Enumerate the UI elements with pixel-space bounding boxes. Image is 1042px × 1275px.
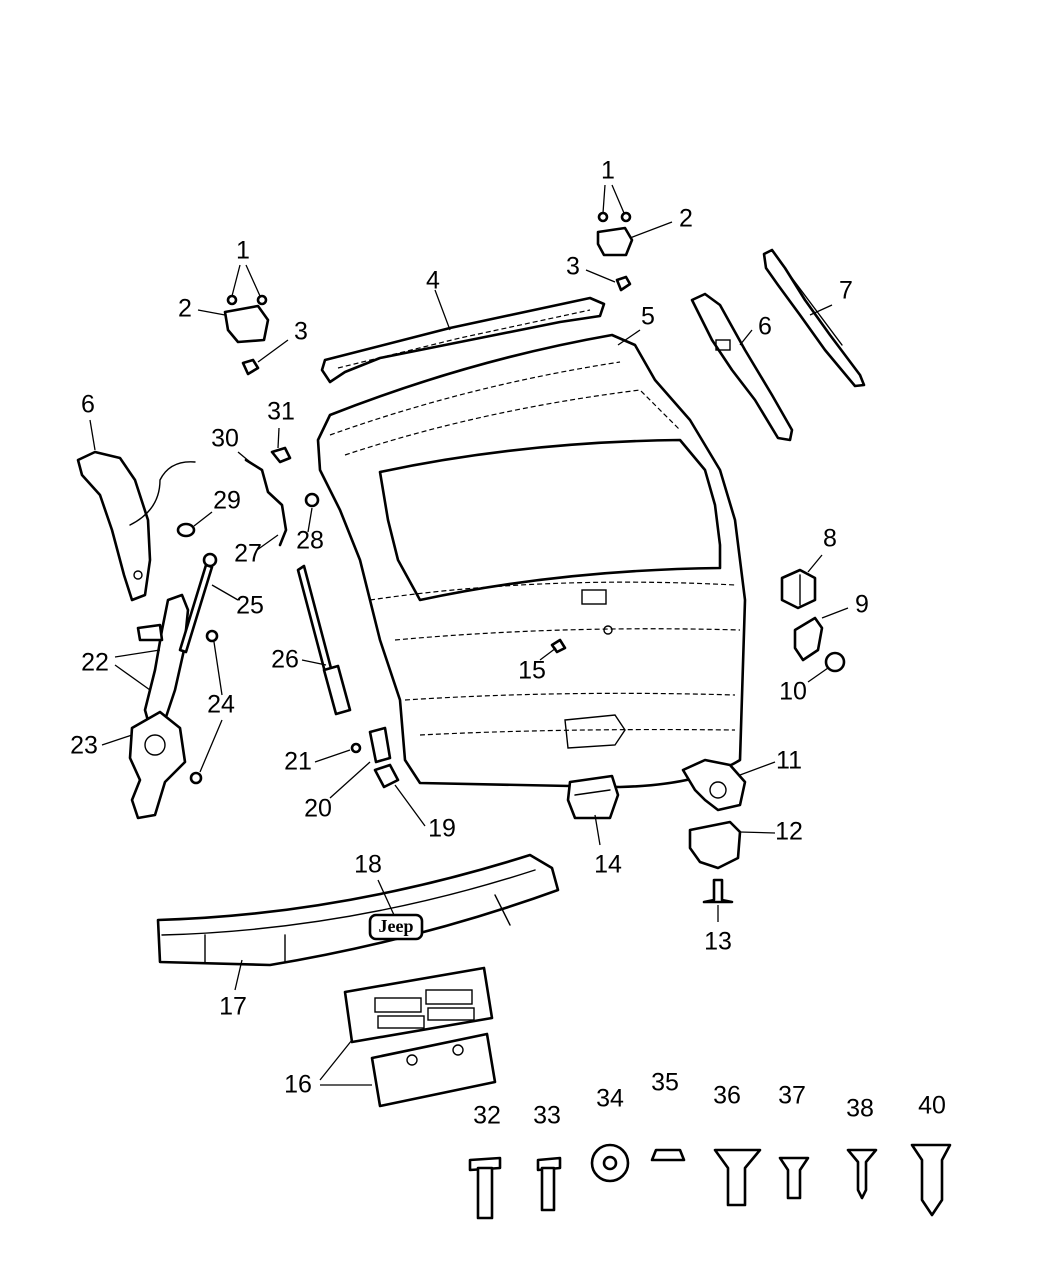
part-5-liftgate-panel[interactable] <box>316 333 747 789</box>
callout-27: 27 <box>234 540 262 568</box>
part-6-left-bracket[interactable] <box>76 450 196 602</box>
part-31-bumper[interactable] <box>270 446 292 464</box>
callout-8: 8 <box>823 525 837 553</box>
part-11-latch[interactable] <box>681 758 747 812</box>
callout-3-right: 3 <box>566 253 580 281</box>
callout-18: 18 <box>354 851 382 879</box>
callout-19: 19 <box>428 815 456 843</box>
callout-36: 36 <box>713 1082 741 1110</box>
part-16-plate-bracket-front[interactable] <box>343 966 494 1044</box>
part-22-drive-bracket[interactable] <box>136 593 190 730</box>
part-34-washer[interactable] <box>590 1143 630 1183</box>
callout-6-right: 6 <box>758 313 772 341</box>
part-25-rod[interactable] <box>178 552 218 654</box>
part-10-plug[interactable] <box>824 651 846 673</box>
part-9-plate[interactable] <box>793 616 824 662</box>
callout-17: 17 <box>219 993 247 1021</box>
part-6-right-bracket[interactable] <box>690 292 794 442</box>
callout-25: 25 <box>236 592 264 620</box>
emblem-text: Jeep <box>379 916 414 936</box>
callout-28: 28 <box>296 527 324 555</box>
part-4-upper-trim[interactable] <box>320 296 606 384</box>
callout-1-left: 1 <box>236 237 250 265</box>
callout-15: 15 <box>518 657 546 685</box>
part-7-wiring-harness[interactable] <box>762 248 866 388</box>
callout-38: 38 <box>846 1095 874 1123</box>
part-24-clip-upper[interactable] <box>205 629 219 643</box>
callout-21: 21 <box>284 748 312 776</box>
part-12-latch-cover[interactable] <box>688 820 742 870</box>
part-38-push-pin[interactable] <box>846 1148 878 1200</box>
part-16-plate-bracket-rear[interactable] <box>370 1032 497 1108</box>
part-33-bolt[interactable] <box>536 1156 562 1212</box>
callout-5: 5 <box>641 303 655 331</box>
callout-labels: 1 2 3 1 2 3 4 5 6 6 7 8 9 10 11 12 13 14… <box>70 157 946 1130</box>
callout-40: 40 <box>918 1092 946 1120</box>
callout-34: 34 <box>596 1085 624 1113</box>
part-14-handle[interactable] <box>566 774 620 820</box>
callout-6-left: 6 <box>81 391 95 419</box>
callout-11: 11 <box>776 747 802 775</box>
part-17-lower-applique[interactable] <box>156 853 560 967</box>
callout-3-left: 3 <box>294 318 308 346</box>
callout-10: 10 <box>779 678 807 706</box>
callout-7: 7 <box>839 277 853 305</box>
hinge-assembly-left[interactable] <box>223 294 270 376</box>
part-28-ball-stud[interactable] <box>304 492 320 508</box>
part-21-fastener[interactable] <box>350 742 362 754</box>
callout-33: 33 <box>533 1102 561 1130</box>
callout-24: 24 <box>207 691 235 719</box>
part-36-screw[interactable] <box>713 1148 762 1207</box>
callout-1-right: 1 <box>601 157 615 185</box>
callout-13: 13 <box>704 928 732 956</box>
callout-20: 20 <box>304 795 332 823</box>
callout-29: 29 <box>213 487 241 515</box>
callout-26: 26 <box>271 646 299 674</box>
callout-12: 12 <box>775 818 803 846</box>
part-19-bumper[interactable] <box>373 763 400 789</box>
leader-lines <box>89 184 849 1086</box>
callout-16: 16 <box>284 1071 312 1099</box>
part-23-drive-motor[interactable] <box>128 710 187 820</box>
callout-37: 37 <box>778 1082 806 1110</box>
part-29-grommet[interactable] <box>176 522 196 538</box>
part-20-striker[interactable] <box>368 726 392 764</box>
callout-2-left: 2 <box>178 295 192 323</box>
callout-2-right: 2 <box>679 205 693 233</box>
callout-9: 9 <box>855 591 869 619</box>
callout-22: 22 <box>81 649 109 677</box>
part-24-clip-lower[interactable] <box>189 771 203 785</box>
part-30-cable[interactable] <box>244 458 288 547</box>
callout-23: 23 <box>70 732 98 760</box>
callout-35: 35 <box>651 1069 679 1097</box>
part-8-block[interactable] <box>780 568 817 610</box>
part-37-screw[interactable] <box>778 1156 810 1200</box>
callout-31: 31 <box>267 398 295 426</box>
hinge-assembly-right[interactable] <box>596 211 634 292</box>
part-40-push-pin[interactable] <box>910 1143 952 1217</box>
callout-30: 30 <box>211 425 239 453</box>
part-18-emblem[interactable]: Jeep <box>368 913 424 941</box>
part-32-bolt[interactable] <box>468 1156 502 1220</box>
part-13-push-pin[interactable] <box>702 878 734 904</box>
callout-4: 4 <box>426 267 440 295</box>
part-26-gas-strut[interactable] <box>296 564 352 716</box>
part-35-nut[interactable] <box>650 1148 686 1162</box>
callout-14: 14 <box>594 851 622 879</box>
callout-32: 32 <box>473 1102 501 1130</box>
